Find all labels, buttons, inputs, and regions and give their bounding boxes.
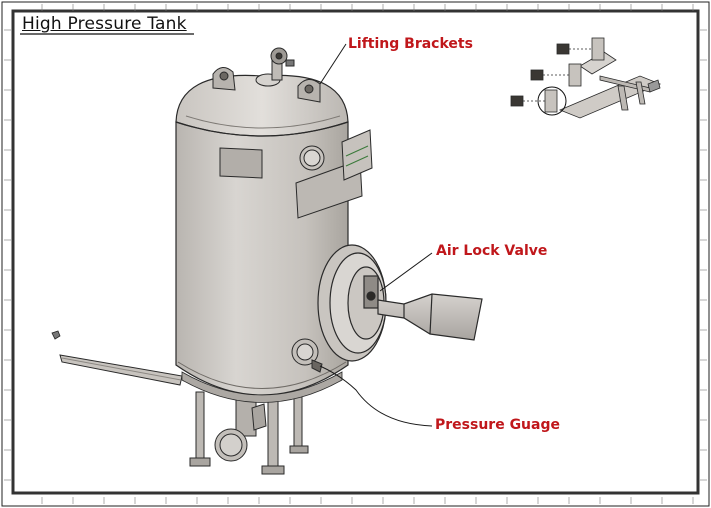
leader-lines <box>319 43 433 427</box>
lifting-bracket-left <box>212 67 236 91</box>
inset-highlight-circle <box>537 86 567 116</box>
leader-gauge <box>319 365 433 427</box>
inspection-flange <box>299 145 325 171</box>
leader-lifting <box>319 43 347 85</box>
assembly-overview-inset <box>510 37 662 119</box>
top-valve <box>255 47 295 87</box>
inner-border <box>11 9 700 495</box>
drawing-title: High Pressure Tank <box>22 14 187 34</box>
leader-airlock <box>379 252 433 292</box>
tank-legs <box>189 391 309 475</box>
callout-pressure-gauge: Pressure Guage <box>435 417 560 433</box>
callout-air-lock-valve: Air Lock Valve <box>436 243 548 259</box>
side-mount-bracket <box>295 129 373 219</box>
air-lock-valve-cone <box>377 293 483 341</box>
border-zone-markers <box>4 4 707 504</box>
inlet-pipe <box>51 330 183 386</box>
tank-body <box>175 74 349 403</box>
manhole-flange <box>317 244 387 362</box>
callout-lifting-brackets: Lifting Brackets <box>348 36 473 52</box>
lifting-bracket-right <box>297 79 321 103</box>
pipe-fitting <box>51 330 61 340</box>
nameplate <box>219 147 263 179</box>
pressure-gauge <box>291 338 323 373</box>
